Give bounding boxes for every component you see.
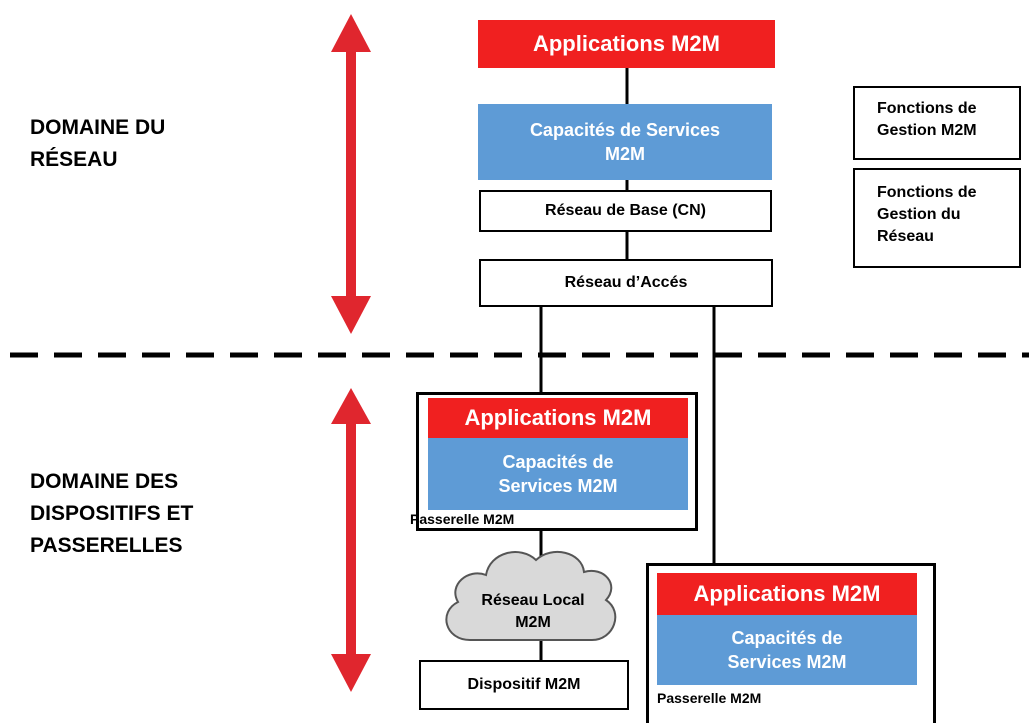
devices-domain-line-2: DISPOSITIFS ET bbox=[30, 502, 194, 525]
local-network-line-2: M2M bbox=[515, 614, 551, 631]
access-network-box: Réseau d’Accés bbox=[479, 259, 773, 307]
gateway-1-capabilities-line-2: Services M2M bbox=[498, 476, 618, 496]
devices-domain-line-3: PASSERELLES bbox=[30, 534, 183, 557]
network-domain-label: DOMAINE DU RÉSEAU bbox=[30, 112, 165, 176]
gateway-2-capabilities-line-1: Capacités de bbox=[731, 628, 843, 648]
local-network-label: Réseau Local M2M bbox=[460, 590, 606, 634]
gateway-2-applications-box: Applications M2M bbox=[657, 573, 917, 615]
gateway-2-applications-label: Applications M2M bbox=[693, 581, 881, 606]
m2m-management-line-1: Fonctions de bbox=[877, 100, 977, 117]
network-management-line-3: Réseau bbox=[877, 228, 934, 245]
network-capabilities-line-1: Capacités de Services bbox=[529, 120, 721, 140]
m2m-management-box: Fonctions de Gestion M2M bbox=[853, 86, 1021, 160]
network-domain-arrow bbox=[331, 14, 371, 334]
gateway-1-capabilities-box: Capacités de Services M2M bbox=[428, 438, 688, 510]
local-network-line-1: Réseau Local bbox=[481, 592, 585, 609]
devices-domain-line-1: DOMAINE DES bbox=[30, 470, 179, 493]
network-management-box: Fonctions de Gestion du Réseau bbox=[853, 168, 1021, 268]
access-network-label: Réseau d’Accés bbox=[564, 274, 688, 291]
gateway-2-capabilities-line-2: Services M2M bbox=[727, 652, 847, 672]
m2m-management-line-2: Gestion M2M bbox=[877, 122, 977, 139]
network-domain-line-1: DOMAINE DU bbox=[30, 116, 166, 139]
network-capabilities-box: Capacités de Services M2M bbox=[478, 104, 772, 180]
network-management-line-2: Gestion du bbox=[877, 206, 961, 223]
local-network-cloud bbox=[445, 551, 617, 641]
gateway-1-applications-box: Applications M2M bbox=[428, 398, 688, 438]
gateway-1-applications-label: Applications M2M bbox=[464, 405, 652, 430]
network-domain-line-2: RÉSEAU bbox=[30, 148, 118, 171]
network-management-line-1: Fonctions de bbox=[877, 184, 977, 201]
devices-domain-arrow bbox=[331, 388, 371, 692]
gateway-1-label: Passerelle M2M bbox=[410, 511, 515, 527]
gateway-2-capabilities-box: Capacités de Services M2M bbox=[657, 615, 917, 685]
core-network-label: Réseau de Base (CN) bbox=[545, 202, 706, 219]
network-capabilities-line-2: M2M bbox=[605, 144, 645, 164]
gateway-2-label: Passerelle M2M bbox=[657, 690, 762, 706]
gateway-1-capabilities-line-1: Capacités de bbox=[502, 452, 614, 472]
devices-domain-label: DOMAINE DES DISPOSITIFS ET PASSERELLES bbox=[30, 466, 193, 562]
network-applications-box: Applications M2M bbox=[478, 20, 775, 68]
device-box: Dispositif M2M bbox=[419, 660, 629, 710]
device-label: Dispositif M2M bbox=[467, 676, 581, 693]
core-network-box: Réseau de Base (CN) bbox=[479, 190, 772, 232]
network-applications-label: Applications M2M bbox=[532, 31, 720, 56]
